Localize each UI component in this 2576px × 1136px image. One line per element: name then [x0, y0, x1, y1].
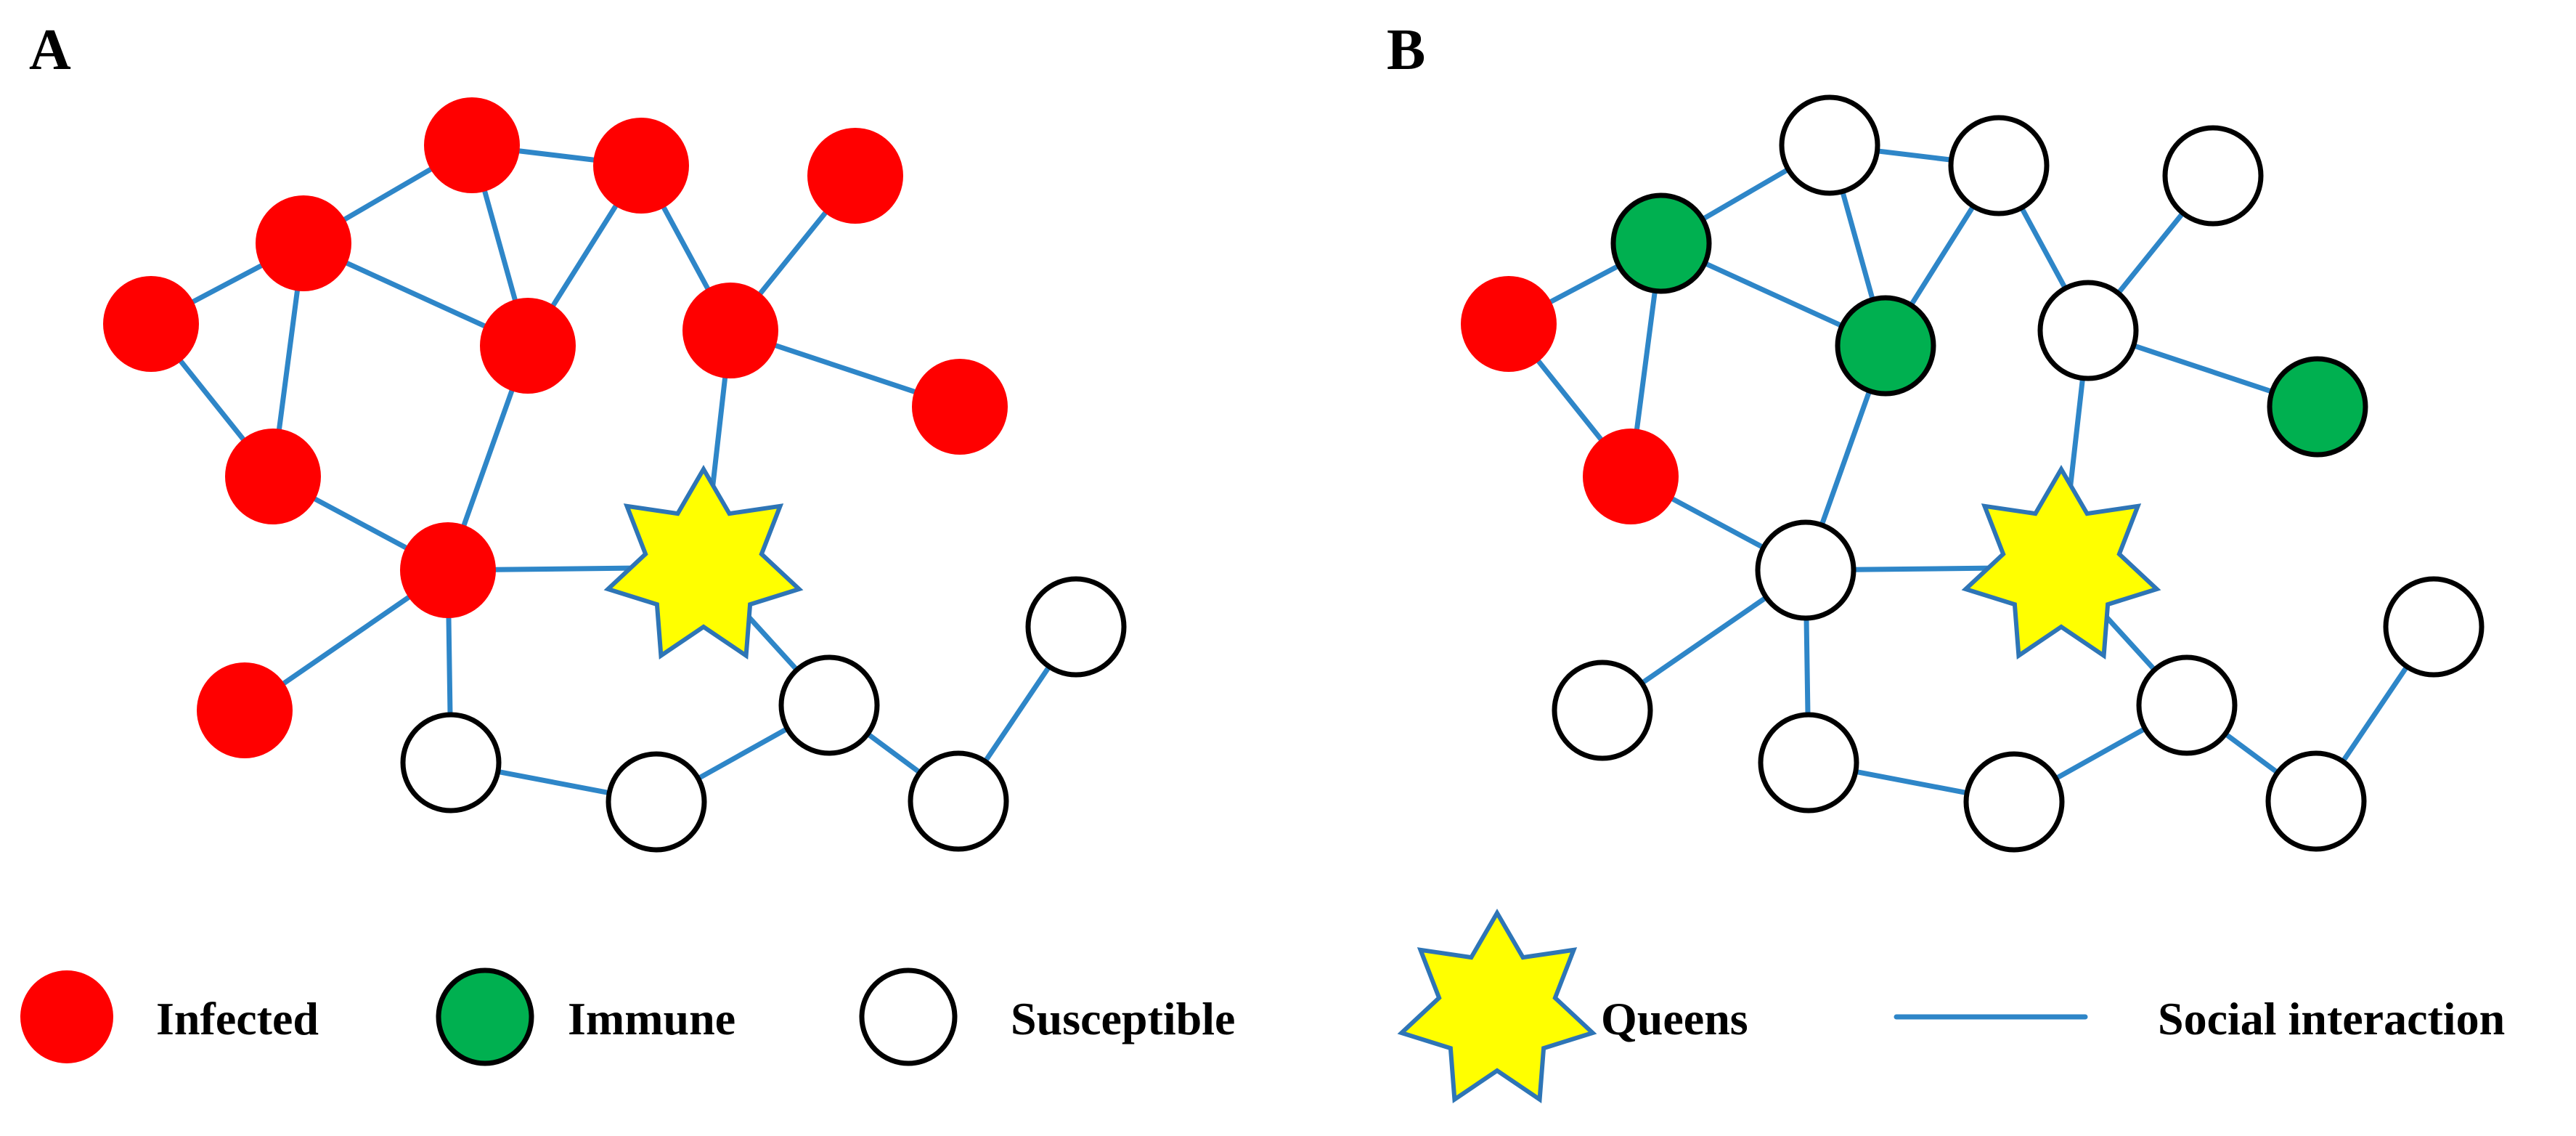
panel-b-node-susceptible	[1963, 751, 2065, 853]
panel-a-node-susceptible	[908, 750, 1009, 852]
panel-a-node-infected	[912, 359, 1008, 455]
legend-social-interaction-label: Social interaction	[2158, 993, 2505, 1044]
panel-a-node-susceptible	[1025, 576, 1127, 678]
panel-b-node-susceptible	[2265, 750, 2367, 852]
panel-a-node-infected	[400, 522, 496, 618]
panel-a-node-infected	[424, 97, 520, 193]
legend-queens-label: Queens	[1601, 993, 1748, 1044]
panel-b-node-susceptible	[2037, 280, 2139, 381]
panel-b-node-susceptible	[1779, 94, 1880, 196]
panel-a-node-susceptible	[778, 654, 880, 756]
legend-susceptible-label: Susceptible	[1011, 993, 1235, 1044]
legend-immune-label: Immune	[568, 993, 735, 1044]
legend: Infected Immune Susceptible Queens Socia…	[20, 909, 2505, 1103]
panel-a-node-infected	[593, 118, 689, 214]
panel-b-node-susceptible	[1552, 660, 1653, 761]
panel-b-node-susceptible	[2162, 125, 2264, 227]
panel-a-node-infected	[480, 298, 576, 394]
panel-a-nodes	[103, 97, 1127, 853]
panel-a-node-infected	[807, 128, 903, 224]
panel-a-node-infected	[103, 276, 199, 372]
panel-a: A	[29, 18, 1127, 853]
panel-a-node-infected	[225, 429, 321, 524]
panel-b-node-susceptible	[2383, 576, 2485, 678]
legend-queen-marker	[1397, 909, 1597, 1103]
panel-a-label: A	[29, 18, 71, 82]
legend-infected-marker	[20, 970, 113, 1063]
legend-immune-marker	[436, 967, 534, 1066]
panel-b-node-susceptible	[2136, 654, 2238, 756]
panel-a-queen-star	[603, 465, 804, 660]
panel-b-node-susceptible	[1948, 115, 2050, 216]
panel-b-node-immune	[1835, 295, 1936, 397]
legend-susceptible-marker	[859, 967, 958, 1066]
panel-b-node-susceptible	[1755, 519, 1856, 621]
panel-b: B	[1387, 18, 2485, 853]
panel-a-node-infected	[682, 283, 778, 378]
panel-b-node-immune	[2267, 356, 2368, 458]
panel-b-label: B	[1387, 18, 1425, 82]
panel-b-queen-star	[1961, 465, 2161, 660]
panel-b-node-infected	[1583, 429, 1679, 524]
legend-infected-label: Infected	[156, 993, 319, 1044]
panel-a-node-infected	[256, 195, 351, 291]
panel-a-node-susceptible	[400, 712, 502, 814]
panel-a-node-susceptible	[606, 751, 707, 853]
panel-b-node-susceptible	[1758, 712, 1859, 814]
panel-a-node-infected	[197, 662, 293, 758]
panel-b-nodes	[1461, 94, 2485, 853]
panel-b-node-immune	[1610, 192, 1712, 294]
panel-b-node-infected	[1461, 276, 1557, 372]
